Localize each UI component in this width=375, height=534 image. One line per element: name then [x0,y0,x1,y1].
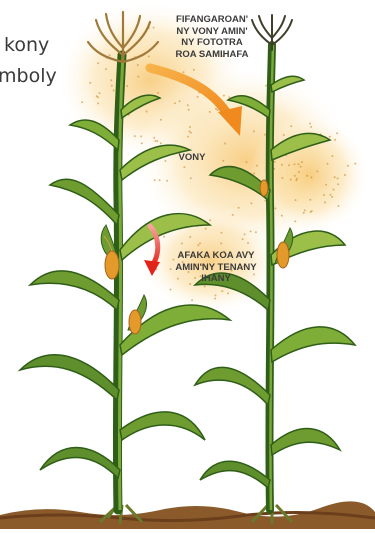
text-fragment-mboly: mboly [0,67,57,86]
label-line: NY FOTOTRA [152,37,272,49]
label-flower: VONY [172,152,212,164]
label-line: ROA SAMIHAFA [152,49,272,61]
label-line: IHANY [160,273,272,285]
label-line: AFAKA KOA AVY [160,250,272,262]
text-fragment-kony: kony [4,36,49,55]
label-line: VONY [172,152,212,164]
label-pollen-transfer: FIFANGAROAN' NY VONY AMIN' NY FOTOTRA RO… [152,14,272,60]
ground [0,501,375,529]
label-line: FIFANGAROAN' [152,14,272,26]
label-self-pollination: AFAKA KOA AVY AMIN'NY TENANY IHANY [160,250,272,285]
label-line: AMIN'NY TENANY [160,262,272,274]
label-line: NY VONY AMIN' [152,26,272,38]
corn-cob-right-small [260,180,268,196]
